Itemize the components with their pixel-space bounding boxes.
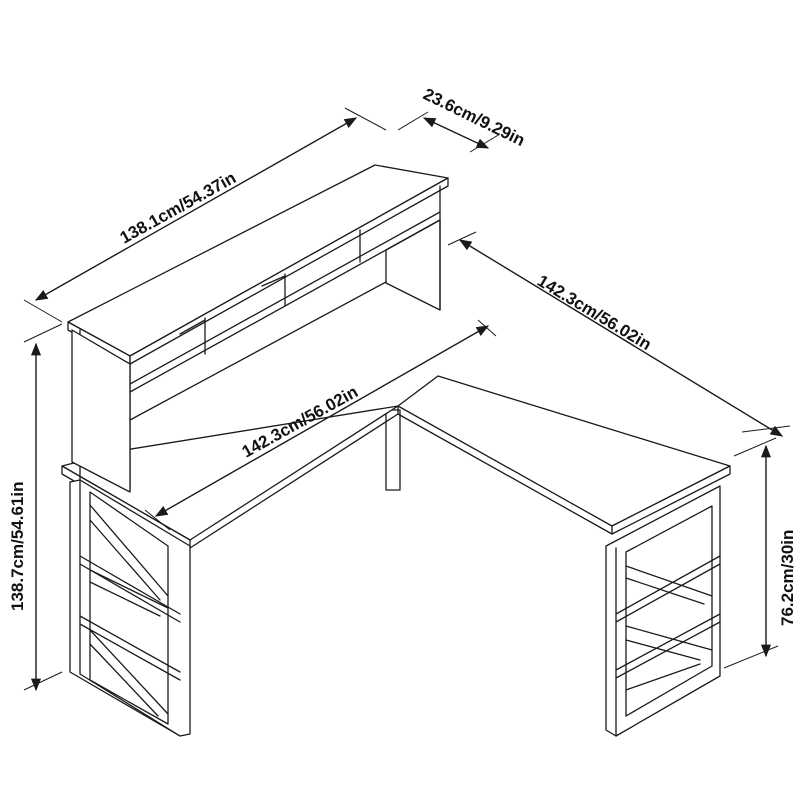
right-frame-outer — [605, 485, 721, 737]
right-wing-edge — [611, 465, 731, 535]
hutch-left-panel — [71, 329, 131, 493]
desk-right-length-label: 142.3cm/56.02in — [534, 271, 655, 354]
hutch-width-label: 138.1cm/54.37in — [117, 168, 239, 247]
desk-front-length-dimension — [154, 325, 490, 517]
dimension-lines — [23, 107, 791, 692]
hutch-depth-dimension — [422, 117, 490, 149]
hutch-depth-label: 23.6cm/9.29in — [420, 85, 528, 151]
back-leg — [385, 409, 401, 491]
right-wing-top — [397, 375, 731, 527]
hutch-right-panel — [385, 219, 441, 311]
desk-top — [61, 375, 731, 549]
left-frame-leg — [69, 479, 191, 737]
desk-right-length-dimension — [458, 239, 784, 437]
right-frame-leg — [605, 485, 721, 737]
hutch-width-dimension — [34, 117, 358, 301]
total-height-label: 138.7cm/54.61in — [8, 482, 27, 611]
desk-height-label: 76.2cm/30in — [778, 530, 797, 626]
